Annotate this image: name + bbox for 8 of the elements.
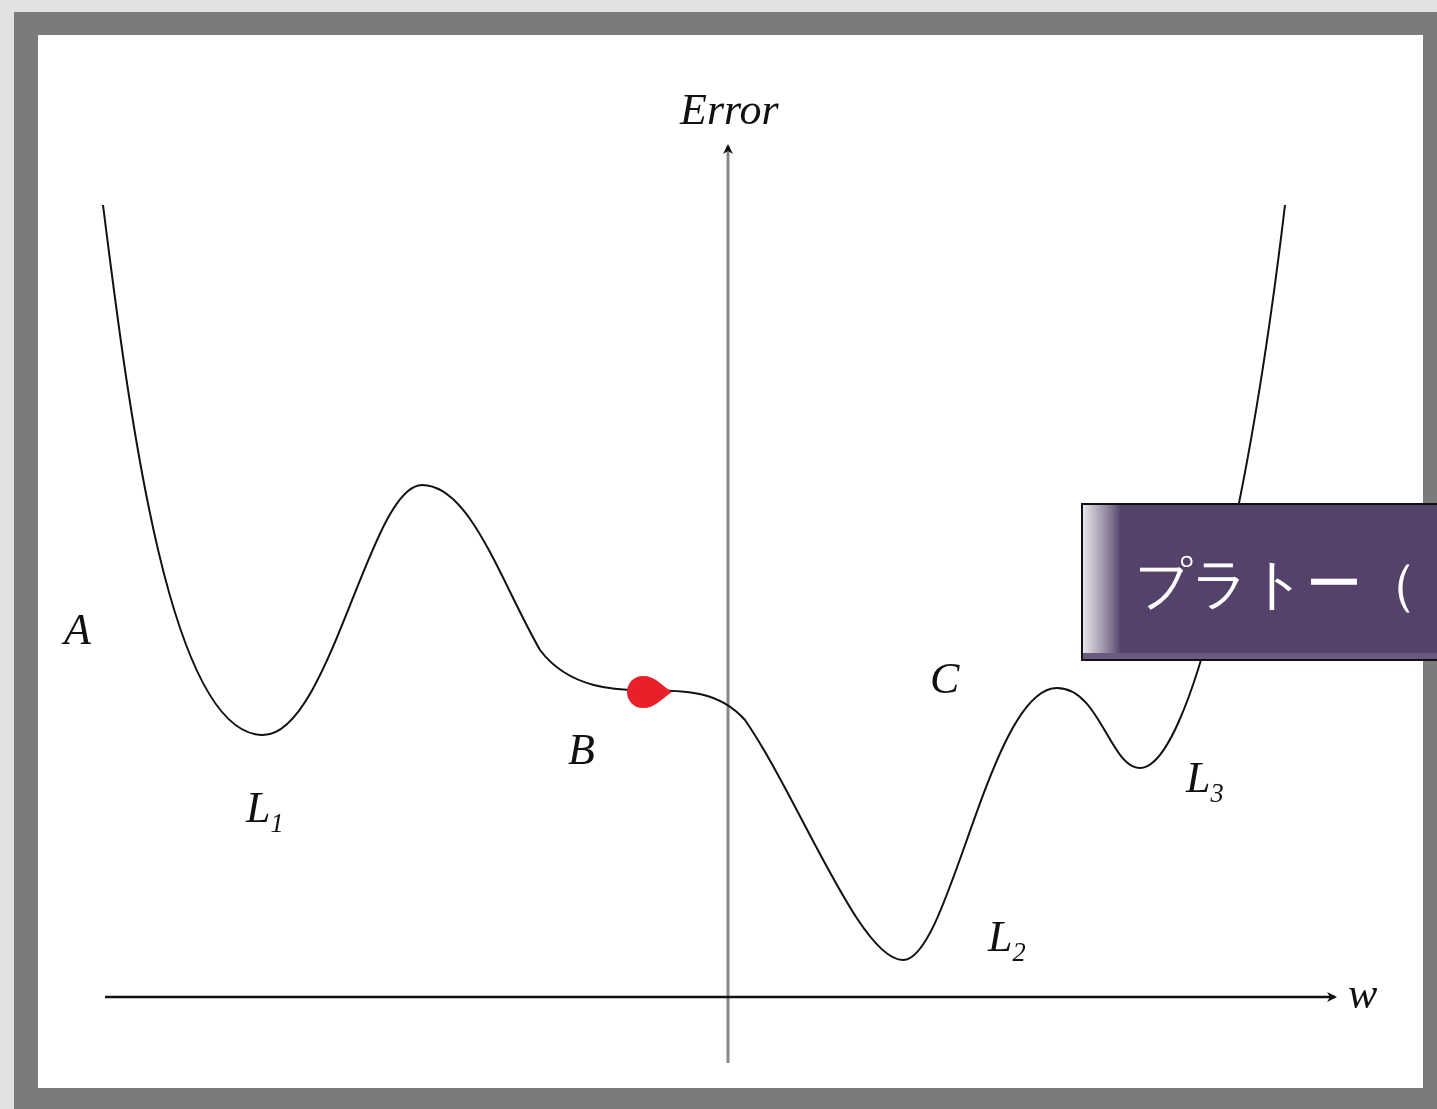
point-label: B — [568, 728, 595, 772]
point-label: L$_{1}$ — [246, 786, 284, 837]
point-label: L$_{2}$ — [988, 915, 1026, 966]
axis-label: Error — [680, 88, 779, 132]
point-label: L$_{3}$ — [1186, 756, 1224, 807]
axis-label: w — [1348, 972, 1378, 1016]
tooltip-box: プラトー（ — [1081, 503, 1437, 661]
point-label: C — [930, 657, 960, 701]
